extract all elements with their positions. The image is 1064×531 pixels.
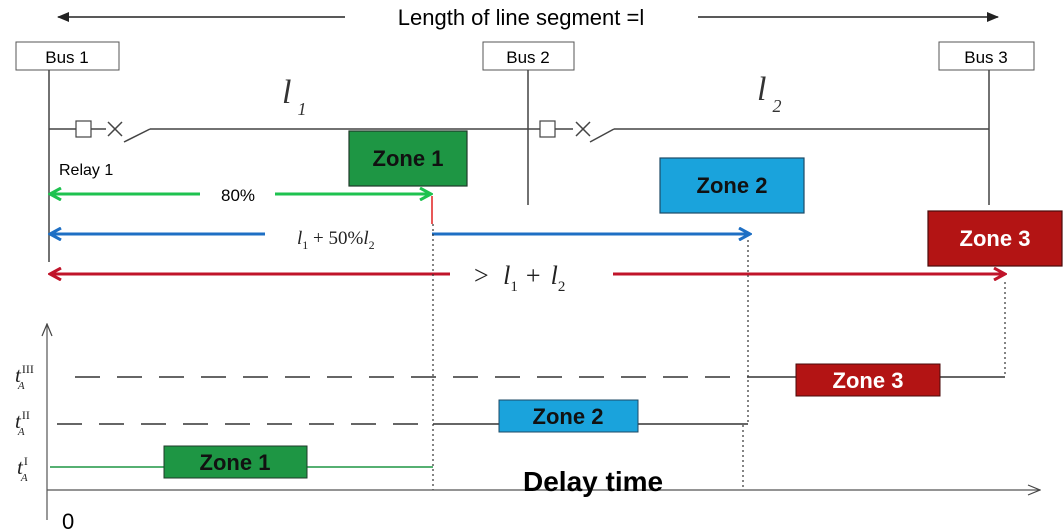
zone-1-label: Zone 1 [373, 146, 444, 171]
zone-2-time-step: Zone 2 [57, 399, 748, 433]
switch-2-icon [589, 128, 615, 143]
zone-1-box: Zone 1 [348, 130, 468, 187]
bus-3-label: Bus 3 [964, 48, 1007, 67]
breaker-1-icon [75, 120, 92, 138]
total-length-indicator: Length of line segment =l [57, 5, 999, 30]
bus-3: Bus 3 [938, 41, 1035, 71]
relay-label: Relay 1 [59, 162, 113, 179]
delay-time-label: Delay time [523, 466, 663, 497]
switch-1-icon [123, 128, 151, 143]
zone-3-reach-arrow: > l1+l2 [50, 261, 1005, 295]
bus-2: Bus 2 [482, 41, 575, 71]
zone-1-time-step: Zone 1 [50, 445, 433, 479]
zone-3-box: Zone 3 [927, 210, 1063, 267]
zone-3-reach-label: > l1+l2 [474, 261, 565, 295]
zone-1-time-label: Zone 1 [200, 450, 271, 475]
origin-label: 0 [62, 509, 74, 531]
x-mark-2-icon [575, 121, 591, 137]
bus-1-label: Bus 1 [45, 48, 88, 67]
zone-1-reach-arrow: 80% [50, 186, 431, 205]
zone-2-reach-label: l1 + 50%l2 [297, 228, 375, 252]
breaker-2-icon [539, 120, 556, 138]
diagram-title: Length of line segment =l [398, 5, 644, 30]
bus-1: Bus 1 [15, 41, 120, 71]
line-segment-2 [528, 120, 989, 143]
zone-3-label: Zone 3 [960, 226, 1031, 251]
zone-2-box: Zone 2 [659, 157, 805, 214]
zone-3-time-step: Zone 3 [75, 363, 1005, 397]
zone-3-time-label: Zone 3 [833, 368, 904, 393]
zone-2-time-label: Zone 2 [533, 404, 604, 429]
x-mark-1-icon [107, 121, 123, 137]
zone-1-reach-label: 80% [221, 186, 255, 205]
line-segment-1 [49, 120, 528, 143]
bus-2-label: Bus 2 [506, 48, 549, 67]
zone-2-label: Zone 2 [697, 173, 768, 198]
zone-2-reach-arrow: l1 + 50%l2 [50, 228, 750, 252]
